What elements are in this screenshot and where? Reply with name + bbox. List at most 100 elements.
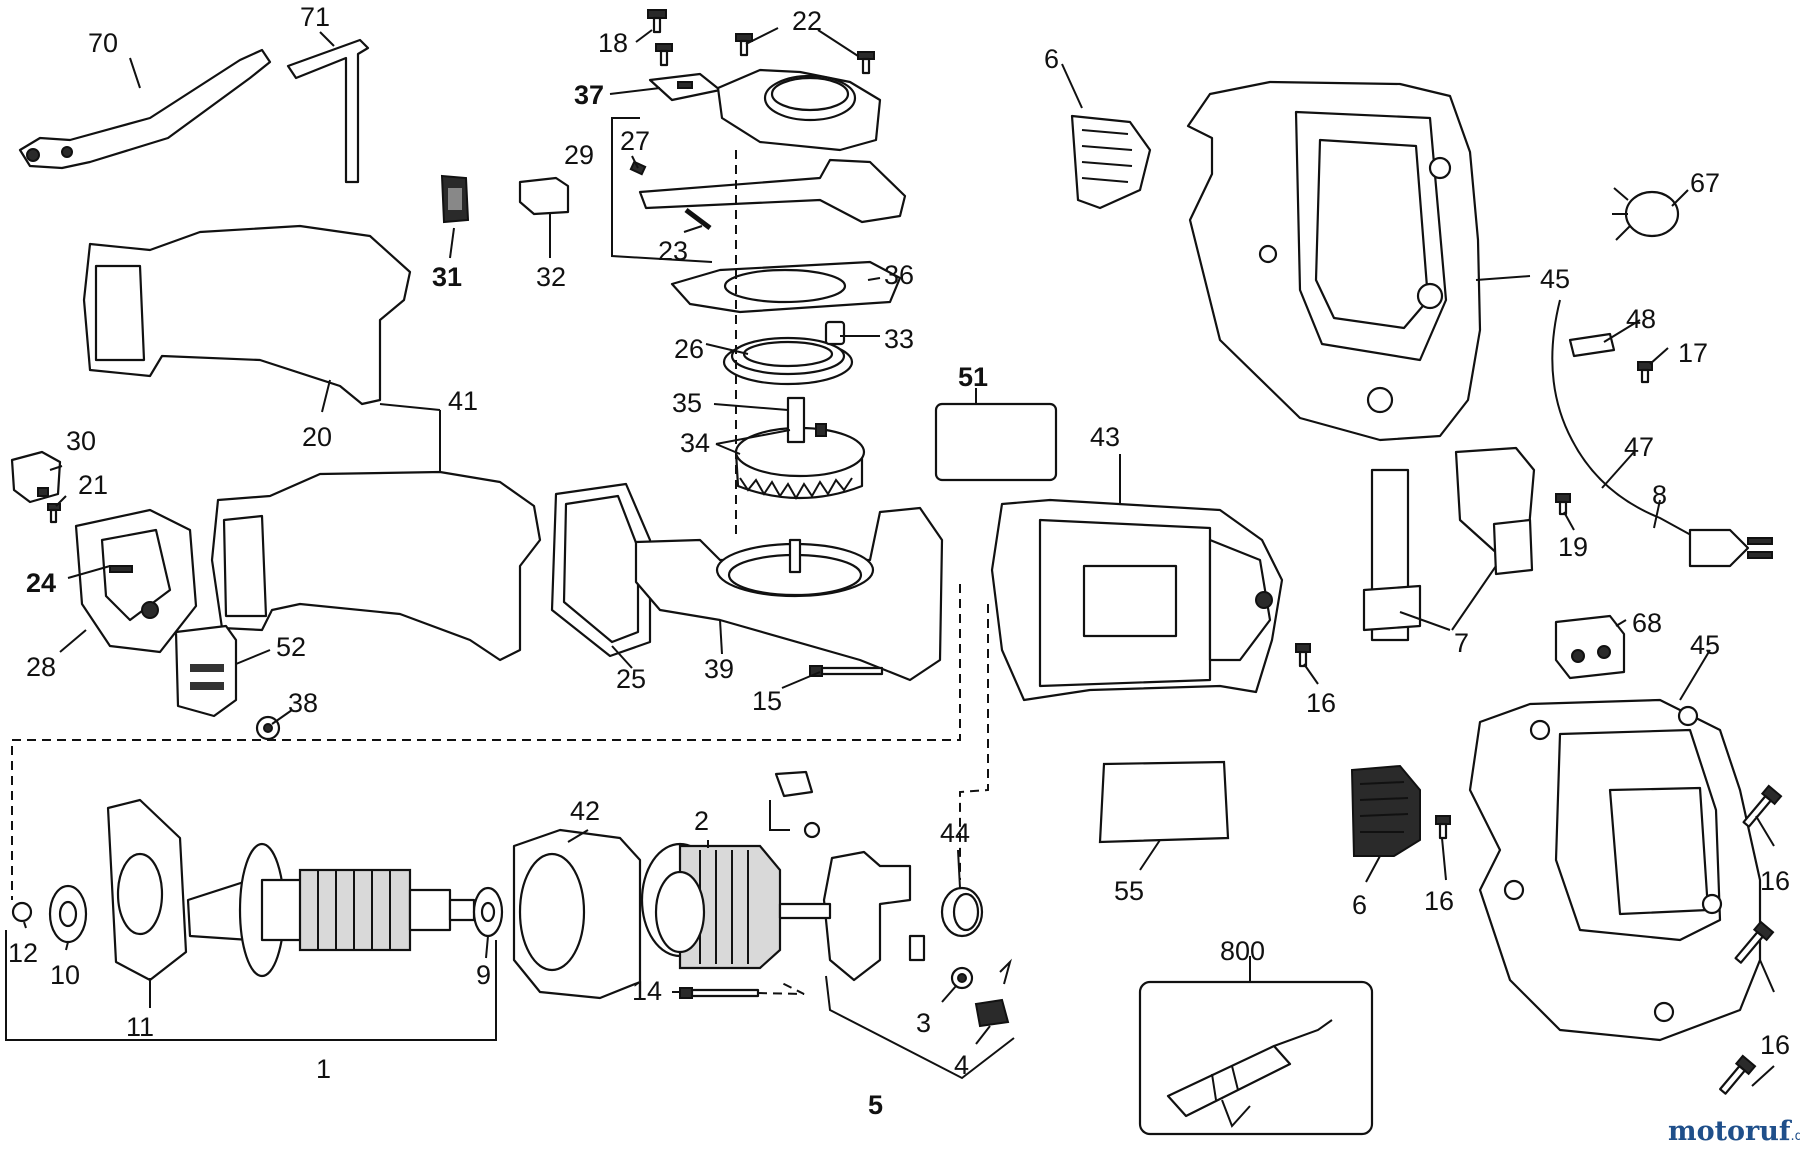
callout-7: 7 bbox=[1454, 628, 1469, 658]
callout-18: 18 bbox=[598, 28, 628, 58]
assembly-line-center bbox=[959, 604, 989, 880]
fan-baffle bbox=[512, 828, 642, 1000]
group-1-bracket bbox=[5, 930, 497, 1041]
gasket-plate bbox=[670, 260, 902, 314]
needle-bearing bbox=[722, 336, 854, 386]
callout-26: 26 bbox=[674, 334, 704, 364]
callout-6-upper: 6 bbox=[1044, 44, 1059, 74]
callout-45-lower: 45 bbox=[1690, 630, 1720, 660]
callout-42: 42 bbox=[570, 796, 600, 826]
housing-screw-16a bbox=[1295, 643, 1311, 668]
callout-29: 29 bbox=[564, 140, 594, 170]
callout-44: 44 bbox=[940, 818, 970, 848]
switch-assembly bbox=[1362, 446, 1536, 642]
callout-800: 800 bbox=[1220, 936, 1265, 966]
armature bbox=[186, 842, 476, 978]
motor-housing bbox=[990, 498, 1284, 702]
callout-25: 25 bbox=[616, 664, 646, 694]
group-29-bracket bbox=[611, 117, 713, 263]
callout-43: 43 bbox=[1090, 422, 1120, 452]
callout-11: 11 bbox=[126, 1012, 154, 1042]
callout-33: 33 bbox=[884, 324, 914, 354]
terminal-block bbox=[1554, 614, 1626, 680]
field-screw-14 bbox=[679, 987, 760, 999]
callout-10: 10 bbox=[50, 960, 80, 990]
callout-3: 3 bbox=[916, 1008, 931, 1038]
group-5-bracket bbox=[825, 975, 1015, 1080]
carbon-brush-4 bbox=[974, 958, 1012, 1028]
callout-16-right-1: 16 bbox=[1760, 866, 1790, 896]
callout-38: 38 bbox=[288, 688, 318, 718]
cord-strain-relief bbox=[1568, 332, 1616, 358]
brush-cap-3 bbox=[950, 966, 974, 990]
label-plate-51 bbox=[934, 402, 1058, 482]
callout-8: 8 bbox=[1652, 480, 1667, 510]
callout-28: 28 bbox=[26, 652, 56, 682]
gear-case-screw bbox=[809, 665, 884, 677]
handle-lower-half bbox=[210, 470, 542, 662]
cord-screw-19 bbox=[1555, 493, 1571, 516]
callout-22: 22 bbox=[792, 6, 822, 36]
cover-screw-16b bbox=[1435, 815, 1451, 840]
callout-2: 2 bbox=[694, 806, 709, 836]
callout-14: 14 bbox=[632, 976, 662, 1006]
callout-67: 67 bbox=[1690, 168, 1720, 198]
callout-5: 5 bbox=[868, 1090, 883, 1120]
watermark: motoruf.de bbox=[1668, 1116, 1800, 1147]
callout-17: 17 bbox=[1678, 338, 1708, 368]
callout-32: 32 bbox=[536, 262, 566, 292]
switch-button bbox=[440, 174, 470, 224]
shoe-housing bbox=[74, 508, 198, 654]
callout-24: 24 bbox=[26, 568, 56, 598]
retaining-ring bbox=[11, 901, 33, 923]
callout-68: 68 bbox=[1632, 608, 1662, 638]
assembly-line-left bbox=[11, 584, 961, 900]
callout-52: 52 bbox=[276, 632, 306, 662]
gearbox-gasket bbox=[550, 482, 652, 658]
callout-20: 20 bbox=[302, 422, 332, 452]
cord-screw-17 bbox=[1637, 361, 1653, 384]
callouts: 70 71 18 22 37 29 27 23 31 32 36 26 33 2… bbox=[8, 2, 1790, 1120]
svg-text:motoruf.de: motoruf.de bbox=[1668, 1116, 1800, 1147]
callout-45-upper: 45 bbox=[1540, 264, 1570, 294]
wrench-part bbox=[18, 48, 272, 170]
callout-4: 4 bbox=[954, 1050, 969, 1080]
ball-bearing-9 bbox=[472, 886, 504, 938]
blade-clamp bbox=[174, 624, 238, 718]
motor-housing-half-upper bbox=[1186, 80, 1482, 442]
callout-36: 36 bbox=[884, 260, 914, 290]
lock-button bbox=[518, 176, 570, 216]
callout-12: 12 bbox=[8, 938, 38, 968]
callout-37: 37 bbox=[574, 80, 604, 110]
callout-31: 31 bbox=[432, 262, 462, 292]
ball-bearing-10 bbox=[48, 884, 88, 944]
baffle-plate bbox=[106, 798, 188, 982]
callout-15: 15 bbox=[752, 686, 782, 716]
brush-cover-lower bbox=[1350, 764, 1421, 857]
end-bearing-44 bbox=[940, 886, 984, 938]
callout-23: 23 bbox=[658, 236, 688, 266]
watermark-tld: .de bbox=[1791, 1129, 1800, 1144]
motor-housing-half-lower bbox=[1468, 698, 1762, 1042]
callout-16-motor: 16 bbox=[1306, 688, 1336, 718]
callout-9: 9 bbox=[476, 960, 491, 990]
kit-800-tool bbox=[1166, 1019, 1333, 1128]
leader-lines bbox=[23, 27, 1775, 1087]
drive-gear bbox=[734, 396, 866, 501]
callout-55: 55 bbox=[1114, 876, 1144, 906]
housing-screws-16 bbox=[1719, 784, 1783, 1095]
brush-cover-upper bbox=[1070, 114, 1152, 210]
field-coil bbox=[640, 842, 782, 970]
gear-case bbox=[634, 506, 944, 682]
callout-19: 19 bbox=[1558, 532, 1588, 562]
shoe-screw bbox=[47, 503, 61, 524]
callout-6-lower: 6 bbox=[1352, 890, 1367, 920]
callout-48: 48 bbox=[1626, 304, 1656, 334]
callout-51: 51 bbox=[958, 362, 988, 392]
handle-upper-half bbox=[82, 224, 412, 406]
callout-41: 41 bbox=[448, 386, 478, 416]
callout-35: 35 bbox=[672, 388, 702, 418]
callout-70: 70 bbox=[88, 28, 118, 58]
callout-39: 39 bbox=[704, 654, 734, 684]
